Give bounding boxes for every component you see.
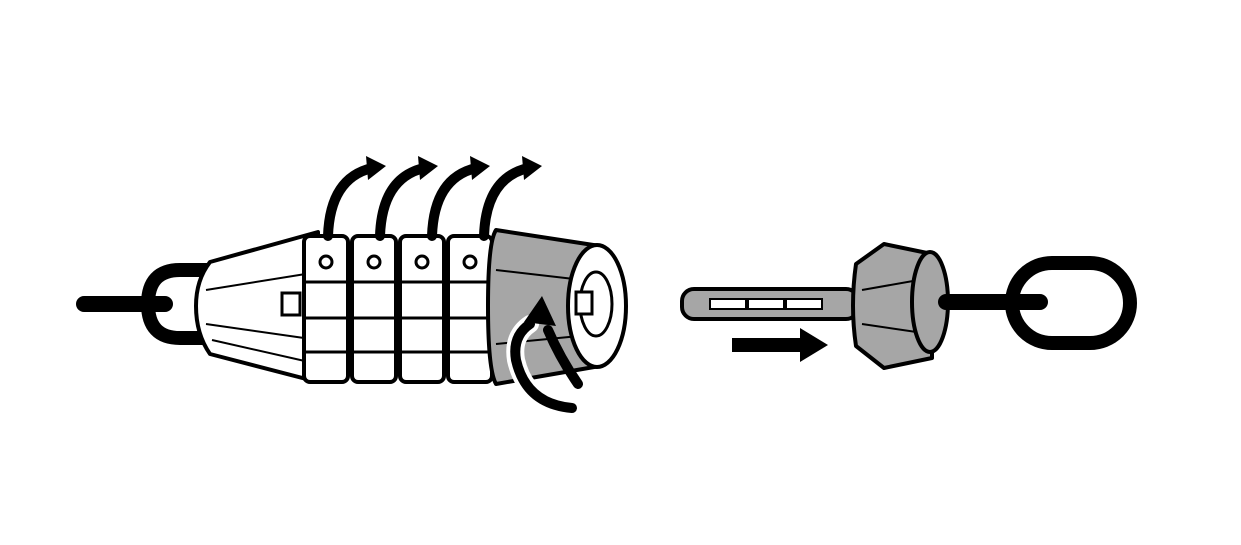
rotate-arrow-icon xyxy=(427,156,490,241)
combination-dials xyxy=(302,234,494,384)
keyhole-face xyxy=(566,243,628,369)
rotate-arrow-icon xyxy=(375,156,438,241)
dial-icon xyxy=(398,234,446,384)
rotate-arrow-icon xyxy=(479,156,542,241)
dial-rotation-arrows xyxy=(323,156,542,241)
rotate-arrow-icon xyxy=(323,156,386,241)
key-icon xyxy=(680,287,860,321)
right-chain-link-icon xyxy=(1005,256,1137,350)
dial-icon xyxy=(302,234,350,384)
dial-icon xyxy=(446,234,494,384)
lock-body-icon xyxy=(194,230,320,384)
arrow-right-icon xyxy=(732,328,828,362)
key-head xyxy=(851,242,950,370)
end-cap-rotate-arrow-icon xyxy=(506,296,583,417)
dial-icon xyxy=(350,234,398,384)
left-chain-link-icon xyxy=(140,263,219,345)
